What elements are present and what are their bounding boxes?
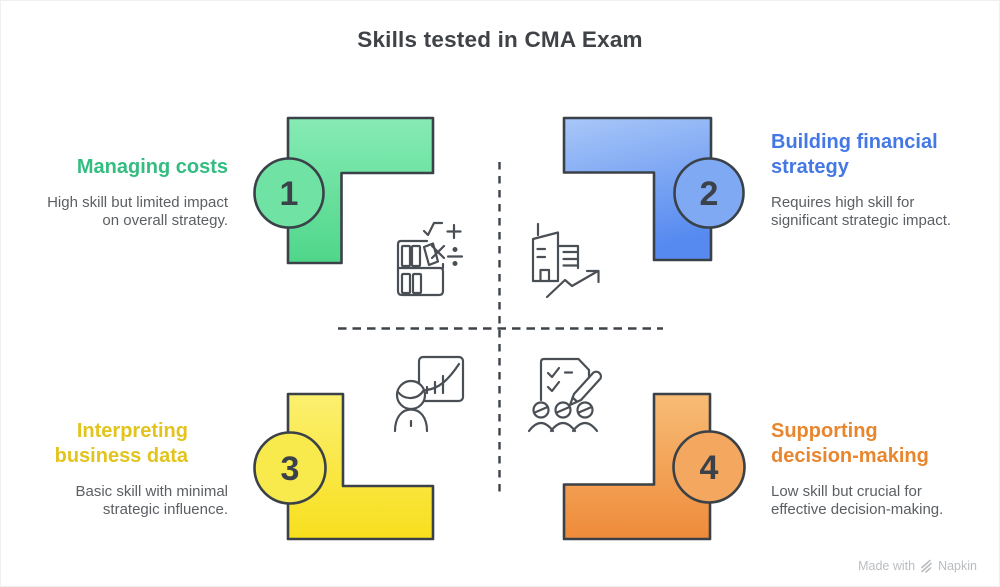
quadrant-2-title: Building financial strategy <box>771 131 938 178</box>
page-title: Skills tested in CMA Exam <box>357 27 643 52</box>
quadrant-4-shape <box>562 392 712 541</box>
crosshair-lines <box>338 162 663 494</box>
presentation-icon <box>393 355 465 433</box>
watermark-brand: Napkin <box>938 559 977 573</box>
quadrant-1-shape <box>286 116 435 265</box>
quadrant-4-title: Supporting decision-making <box>771 420 929 467</box>
quadrant-1-title: Managing costs <box>76 156 228 178</box>
team-checklist-icon <box>527 357 603 433</box>
quadrant-3-title: Interpreting business data <box>54 420 188 467</box>
quadrant-4-badge <box>672 430 746 504</box>
quadrant-4-description: Low skill but crucial for effective deci… <box>771 483 944 519</box>
quadrant-2-number: 2 <box>700 175 719 213</box>
quadrant-1-description: High skill but limited impact on overall… <box>47 194 228 230</box>
watermark-prefix: Made with <box>858 559 916 573</box>
badge-numbers: 1 2 3 4 <box>280 175 719 488</box>
quadrant-2-description: Requires high skill for significant stra… <box>771 194 952 230</box>
quadrant-1-badge <box>253 157 325 229</box>
quadrant-1-number: 1 <box>280 175 299 213</box>
building-growth-icon <box>531 222 600 299</box>
watermark: Made with Napkin <box>858 559 977 573</box>
l-shapes <box>286 116 713 541</box>
quadrant-2-badge <box>673 157 745 229</box>
quadrant-3-description: Basic skill with minimal strategic influ… <box>75 483 228 519</box>
quadrant-3-shape <box>286 392 435 541</box>
quadrant-4-text: Supporting decision-making Low skill but… <box>771 419 956 520</box>
napkin-logo-icon <box>921 559 932 573</box>
quadrant-2-text: Building financial strategy Requires hig… <box>771 130 956 231</box>
quadrant-3-text: Interpreting business data Basic skill w… <box>28 419 228 520</box>
quadrant-3-number: 3 <box>281 450 300 488</box>
number-badges <box>253 157 746 505</box>
quadrant-2-shape <box>562 116 713 262</box>
quadrant-4-number: 4 <box>700 449 719 487</box>
quadrant-1-text: Managing costs High skill but limited im… <box>28 155 228 231</box>
quadrant-3-badge <box>253 431 327 505</box>
math-operations-icon <box>396 221 464 297</box>
